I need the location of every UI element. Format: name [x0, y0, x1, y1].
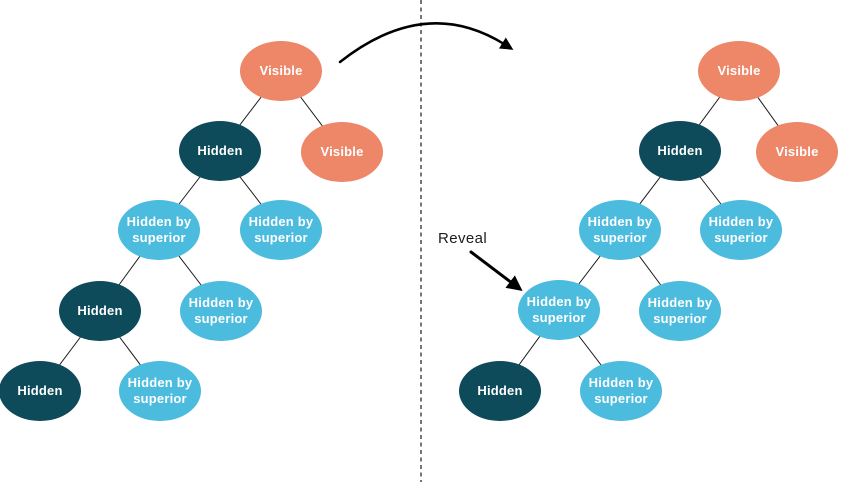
transform-arrow-icon	[338, 22, 514, 64]
reveal-label: Reveal	[438, 230, 488, 247]
node-label: Hidden by superior	[188, 295, 254, 326]
node-label: Hidden by superior	[708, 214, 774, 245]
node-label: Visible	[259, 63, 303, 78]
node-label: Hidden	[77, 303, 123, 318]
tree-node-hidden: Hidden	[459, 361, 541, 421]
tree-node-hidden-by-superior: Hidden by superior	[579, 200, 661, 260]
tree-node-visible: Visible	[756, 122, 838, 182]
node-label: Hidden by superior	[248, 214, 314, 245]
tree-node-hidden: Hidden	[0, 361, 81, 421]
tree-node-hidden-by-superior: Hidden by superior	[580, 361, 662, 421]
node-label: Hidden by superior	[587, 214, 653, 245]
tree-node-hidden-by-superior: Hidden by superior	[240, 200, 322, 260]
node-label: Hidden by superior	[526, 294, 592, 325]
tree-node-hidden-by-superior: Hidden by superior	[700, 200, 782, 260]
tree-node-hidden: Hidden	[179, 121, 261, 181]
node-label: Hidden by superior	[126, 214, 192, 245]
tree-node-hidden-by-superior: Hidden by superior	[639, 281, 721, 341]
node-label: Visible	[775, 144, 819, 159]
tree-node-visible: Visible	[240, 41, 322, 101]
node-label: Visible	[320, 144, 364, 159]
reveal-arrow-icon	[469, 250, 523, 291]
node-label: Hidden by superior	[588, 375, 654, 406]
tree-node-visible: Visible	[698, 41, 780, 101]
tree-node-hidden-by-superior: Hidden by superior	[180, 281, 262, 341]
node-label: Hidden	[477, 383, 523, 398]
node-label: Hidden	[657, 143, 703, 158]
tree-node-visible: Visible	[301, 122, 383, 182]
tree-node-hidden: Hidden	[639, 121, 721, 181]
tree-node-hidden-by-superior: Hidden by superior	[518, 280, 600, 340]
tree-node-hidden-by-superior: Hidden by superior	[118, 200, 200, 260]
node-label: Hidden by superior	[127, 375, 193, 406]
tree-node-hidden: Hidden	[59, 281, 141, 341]
node-label: Hidden by superior	[647, 295, 713, 326]
node-label: Visible	[717, 63, 761, 78]
node-label: Hidden	[17, 383, 63, 398]
tree-node-hidden-by-superior: Hidden by superior	[119, 361, 201, 421]
node-label: Hidden	[197, 143, 243, 158]
